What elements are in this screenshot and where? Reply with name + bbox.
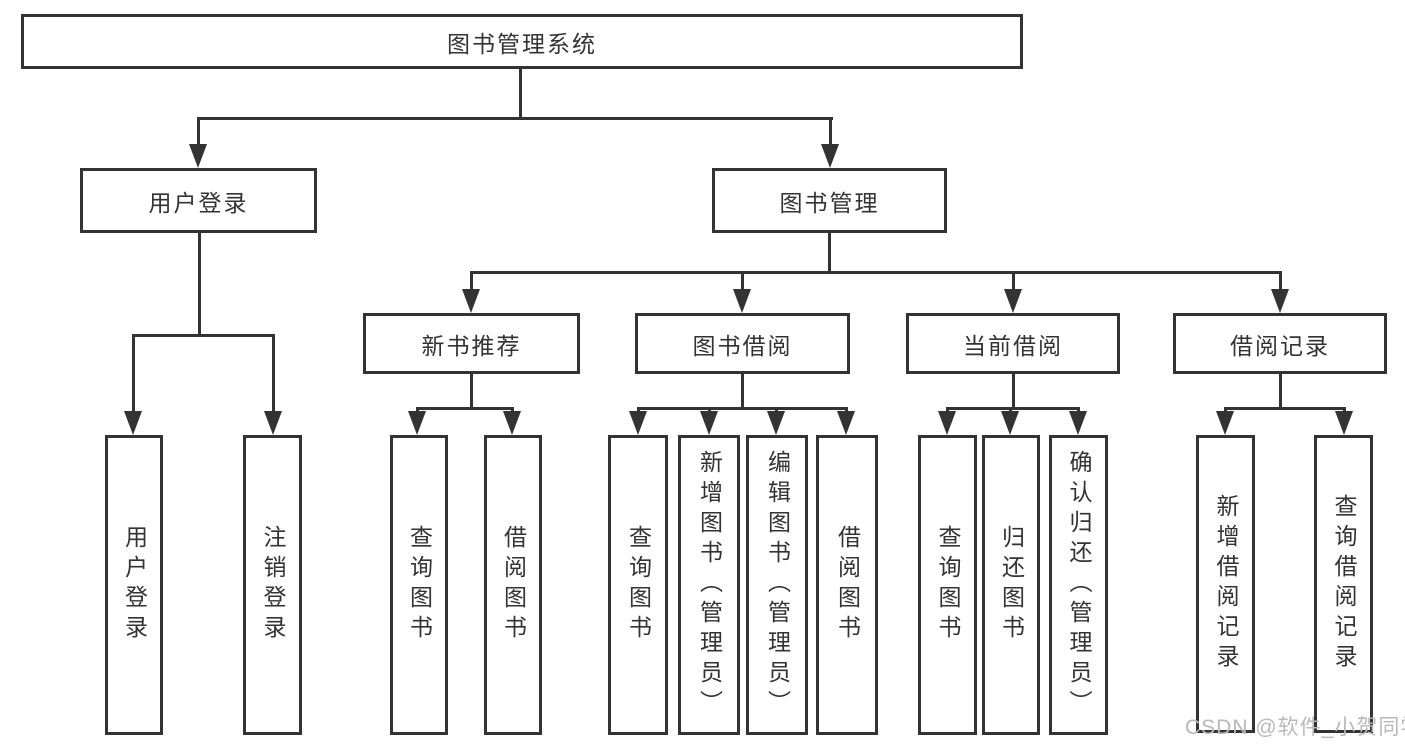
edge-drop-user-login <box>197 117 200 147</box>
arrowhead-edit-books <box>767 411 785 435</box>
node-borrow-records: 借阅记录 <box>1173 313 1387 374</box>
node-new-book-recommend-label: 新书推荐 <box>421 332 522 359</box>
leaf-query-books-borrow: 查询图书 <box>608 435 668 735</box>
edge-book-management-trunk <box>828 233 831 273</box>
edge-user-login-rail <box>132 334 275 337</box>
leaf-add-books-admin-label: 新增图书（管理员） <box>696 450 723 720</box>
leaf-query-borrow-record: 查询借阅记录 <box>1314 435 1373 733</box>
arrowhead-query-books-b <box>629 411 647 435</box>
arrowhead-current-borrow <box>1004 289 1022 313</box>
arrowhead-query-record <box>1335 411 1353 435</box>
leaf-confirm-return-admin-label: 确认归还（管理员） <box>1066 450 1092 720</box>
leaf-add-borrow-record-label: 新增借阅记录 <box>1213 494 1239 674</box>
edge-borrow-records-rail <box>1224 407 1346 410</box>
leaf-confirm-return-admin: 确认归还（管理员） <box>1049 435 1108 735</box>
leaf-user-login: 用户登录 <box>105 435 163 735</box>
edge-drop-borrow-records <box>1279 271 1282 293</box>
leaf-query-books-current-label: 查询图书 <box>935 525 961 645</box>
node-system-root-label: 图书管理系统 <box>447 30 597 57</box>
leaf-query-books-current: 查询图书 <box>918 435 977 735</box>
leaf-user-login-label: 用户登录 <box>121 525 148 645</box>
leaf-return-books: 归还图书 <box>982 435 1040 735</box>
edge-current-borrow-trunk <box>1012 374 1015 410</box>
arrowhead-borrow-books-a <box>503 411 521 435</box>
leaf-borrow-books-borrow-label: 借阅图书 <box>834 525 861 645</box>
leaf-query-borrow-record-label: 查询借阅记录 <box>1331 494 1357 674</box>
leaf-edit-books-admin: 编辑图书（管理员） <box>746 435 808 735</box>
edge-drop-leaf-logout <box>272 334 275 414</box>
csdn-watermark: CSDN @软件_小贺同学 <box>1185 716 1405 739</box>
edge-level2-rail <box>197 117 833 120</box>
node-user-login-label: 用户登录 <box>148 189 249 216</box>
edge-current-borrow-rail <box>946 407 1080 410</box>
edge-book-borrow-rail <box>637 407 848 410</box>
node-new-book-recommend: 新书推荐 <box>363 313 580 374</box>
leaf-edit-books-admin-label: 编辑图书（管理员） <box>764 450 791 720</box>
arrowhead-query-books-a <box>408 411 426 435</box>
leaf-query-books-recommend-label: 查询图书 <box>406 525 433 645</box>
leaf-query-books-borrow-label: 查询图书 <box>625 525 652 645</box>
arrowhead-book-management <box>821 144 839 168</box>
edge-drop-leaf-user-login <box>132 334 135 414</box>
edge-book-borrow-trunk <box>741 374 744 410</box>
leaf-borrow-books-recommend: 借阅图书 <box>484 435 542 735</box>
leaf-query-books-recommend: 查询图书 <box>390 435 448 735</box>
edge-root-trunk <box>519 69 522 120</box>
arrowhead-book-borrow <box>733 289 751 313</box>
arrowhead-return-books <box>1001 411 1019 435</box>
edge-drop-new-book <box>470 271 473 293</box>
arrowhead-leaf-logout <box>264 411 282 435</box>
node-book-management: 图书管理 <box>712 168 947 233</box>
edge-drop-book-borrow <box>741 271 744 293</box>
arrowhead-add-books <box>700 411 718 435</box>
node-book-borrow: 图书借阅 <box>635 313 850 374</box>
leaf-add-books-admin: 新增图书（管理员） <box>678 435 740 735</box>
arrowhead-user-login <box>189 144 207 168</box>
node-book-management-label: 图书管理 <box>779 189 880 216</box>
leaf-borrow-books-borrow: 借阅图书 <box>816 435 878 735</box>
leaf-logout: 注销登录 <box>243 435 302 735</box>
node-user-login: 用户登录 <box>80 168 317 233</box>
node-current-borrow: 当前借阅 <box>906 313 1120 374</box>
leaf-add-borrow-record: 新增借阅记录 <box>1196 435 1255 733</box>
edge-new-book-rail <box>416 407 514 410</box>
edge-borrow-records-trunk <box>1279 374 1282 410</box>
arrowhead-borrow-records <box>1271 289 1289 313</box>
leaf-return-books-label: 归还图书 <box>998 525 1025 645</box>
node-book-borrow-label: 图书借阅 <box>692 332 793 359</box>
leaf-borrow-books-recommend-label: 借阅图书 <box>500 525 527 645</box>
arrowhead-confirm-return <box>1069 411 1087 435</box>
node-system-root: 图书管理系统 <box>21 14 1023 69</box>
edge-drop-current-borrow <box>1012 271 1015 293</box>
edge-drop-book-management <box>829 117 832 147</box>
node-current-borrow-label: 当前借阅 <box>963 332 1063 359</box>
edge-level3-rail <box>470 271 1282 274</box>
arrowhead-new-book <box>462 289 480 313</box>
arrowhead-query-books-c <box>938 411 956 435</box>
arrowhead-borrow-books-b <box>837 411 855 435</box>
arrowhead-leaf-user-login <box>124 411 142 435</box>
edge-new-book-trunk <box>470 374 473 410</box>
edge-user-login-trunk <box>198 233 201 336</box>
leaf-logout-label: 注销登录 <box>260 525 286 645</box>
node-borrow-records-label: 借阅记录 <box>1230 332 1330 359</box>
arrowhead-add-record <box>1216 411 1234 435</box>
